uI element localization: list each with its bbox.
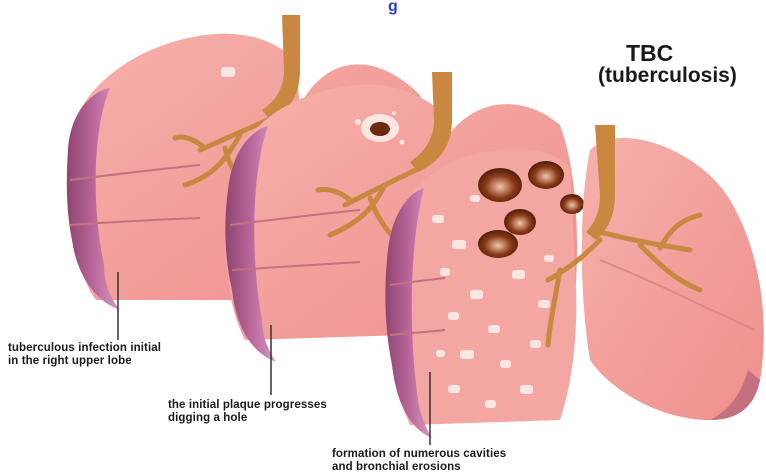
caption-stage-1: tuberculous infection initial in the rig… [8,342,161,368]
caption-2-line-2: digging a hole [168,412,327,425]
caption-1-line-2: in the right upper lobe [8,355,161,368]
diagram-subtitle: (tuberculosis) [598,64,737,88]
caption-stage-2: the initial plaque progresses digging a … [168,399,327,425]
lung-stage-4 [548,125,764,420]
caption-1-line-1: tuberculous infection initial [8,342,161,355]
caption-2-line-1: the initial plaque progresses [168,399,327,412]
caption-3-line-2: and bronchial erosions [332,461,506,474]
diagram-title: TBC [626,40,673,67]
lung1-initial-lesion [221,67,235,77]
caption-stage-3: formation of numerous cavities and bronc… [332,448,506,474]
caption-3-line-1: formation of numerous cavities [332,448,506,461]
